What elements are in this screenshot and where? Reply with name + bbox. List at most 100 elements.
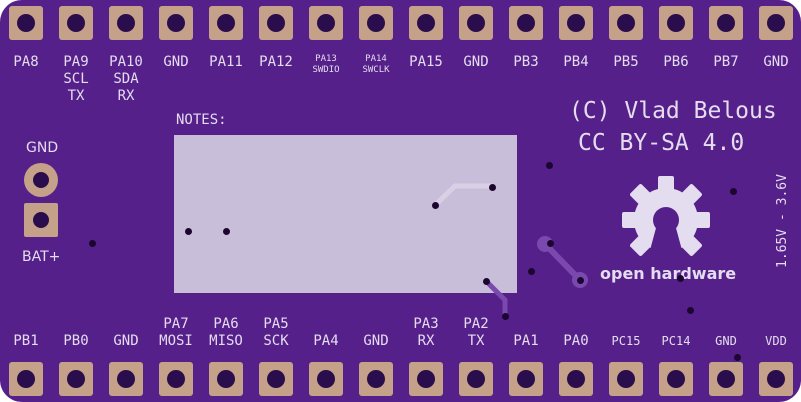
via-hole <box>734 354 741 361</box>
top-pin-label: GND <box>746 54 801 71</box>
pin-label-line: PA8 <box>13 54 39 70</box>
top-pin-pad <box>259 6 293 40</box>
pin-label-line: GND <box>763 54 789 70</box>
top-pin-pad <box>109 6 143 40</box>
pin-label-line: PB4 <box>563 54 589 70</box>
battery-plus-label: BAT+ <box>22 249 61 265</box>
pin-label-line: PA9 <box>63 54 89 70</box>
pin-hole <box>17 370 35 388</box>
pin-label-line: PA5 <box>263 316 289 332</box>
credit-license: CC BY-SA 4.0 <box>578 130 745 156</box>
pin-label-line: SCK <box>263 333 289 349</box>
bottom-pin-label: PA0 <box>546 333 606 350</box>
pin-label-line: PA13 <box>315 54 337 64</box>
bottom-pin-label: PB1 <box>0 333 56 350</box>
bottom-pin-label: GND <box>346 333 406 350</box>
pin-label-line: PC15 <box>611 334 641 348</box>
pin-label-line: SDA <box>113 71 139 87</box>
bottom-pin-pad <box>409 362 443 396</box>
pin-label-line: MOSI <box>159 333 193 349</box>
pin-hole <box>267 14 285 32</box>
voltage-range-label: 1.65V - 3.6V <box>775 174 790 268</box>
pin-label-line: RX <box>417 333 435 349</box>
credit-author: (C) Vlad Belous <box>569 98 777 124</box>
pin-hole <box>317 370 335 388</box>
pin-hole <box>417 14 435 32</box>
bottom-pin-pad <box>259 362 293 396</box>
pin-hole <box>417 370 435 388</box>
pin-hole <box>567 14 585 32</box>
top-pin-label: GND <box>146 54 206 71</box>
pin-label-line: SWCLK <box>362 65 390 75</box>
top-pin-label: PA11 <box>196 54 256 71</box>
top-pin-label: PB6 <box>646 54 706 71</box>
pin-hole <box>767 14 785 32</box>
pin-label-line: PA7 <box>163 316 189 332</box>
via-hole <box>547 240 554 247</box>
bottom-pin-pad <box>609 362 643 396</box>
top-pin-label: PB4 <box>546 54 606 71</box>
via-hole <box>528 268 535 275</box>
via-hole <box>483 278 490 285</box>
pin-hole <box>617 14 635 32</box>
bottom-pin-label: PC14 <box>646 333 706 350</box>
pin-label-line: PA11 <box>209 54 243 70</box>
notes-label: NOTES: <box>176 112 227 128</box>
bottom-pin-pad <box>109 362 143 396</box>
pin-label-line: GND <box>163 54 189 70</box>
pin-label-line: PA3 <box>413 316 439 332</box>
via-hole <box>677 275 684 282</box>
top-pin-pad <box>509 6 543 40</box>
top-pin-pad <box>659 6 693 40</box>
pin-label-line: PB0 <box>63 333 89 349</box>
pin-hole <box>767 370 785 388</box>
top-pin-pad <box>459 6 493 40</box>
pin-label-line: MISO <box>209 333 243 349</box>
bottom-pin-pad <box>159 362 193 396</box>
pin-hole <box>467 14 485 32</box>
via-hole <box>502 313 509 320</box>
bottom-pin-label: GND <box>96 333 156 350</box>
top-pin-pad <box>59 6 93 40</box>
bottom-pin-pad <box>509 362 543 396</box>
pin-label-line: SWDIO <box>312 65 340 75</box>
via-hole <box>89 240 96 247</box>
bottom-pin-pad <box>759 362 793 396</box>
pin-hole <box>117 14 135 32</box>
top-pin-pad <box>359 6 393 40</box>
bottom-pin-pad <box>659 362 693 396</box>
pin-label-line: PA1 <box>513 333 539 349</box>
top-pin-pad <box>409 6 443 40</box>
pin-hole <box>467 370 485 388</box>
pin-hole <box>267 370 285 388</box>
pin-hole <box>667 14 685 32</box>
pin-label-line: PA15 <box>409 54 443 70</box>
top-pin-pad <box>759 6 793 40</box>
pin-label-line: GND <box>363 333 389 349</box>
top-pin-label: PB5 <box>596 54 656 71</box>
pin-label-line: PC14 <box>661 334 691 348</box>
pin-label-line: PA12 <box>259 54 293 70</box>
pin-label-line: PA0 <box>563 333 589 349</box>
pin-hole <box>567 370 585 388</box>
bottom-pin-pad <box>459 362 493 396</box>
pin-label-line: PB1 <box>13 333 39 349</box>
battery-pad-square <box>24 203 58 237</box>
pin-label-line: GND <box>113 333 139 349</box>
via-hole <box>730 188 737 195</box>
bottom-pin-label: GND <box>696 333 756 350</box>
pin-label-line: VDD <box>765 334 787 348</box>
pin-hole <box>717 370 735 388</box>
pin-label-line: PB7 <box>713 54 739 70</box>
pin-hole <box>67 370 85 388</box>
pin-label-line: GND <box>715 334 737 348</box>
via-hole <box>577 277 584 284</box>
pin-label-line: GND <box>463 54 489 70</box>
pin-label-line: PB5 <box>613 54 639 70</box>
bottom-pin-pad <box>709 362 743 396</box>
bottom-pin-pad <box>59 362 93 396</box>
pin-label-line: PA2 <box>463 316 489 332</box>
